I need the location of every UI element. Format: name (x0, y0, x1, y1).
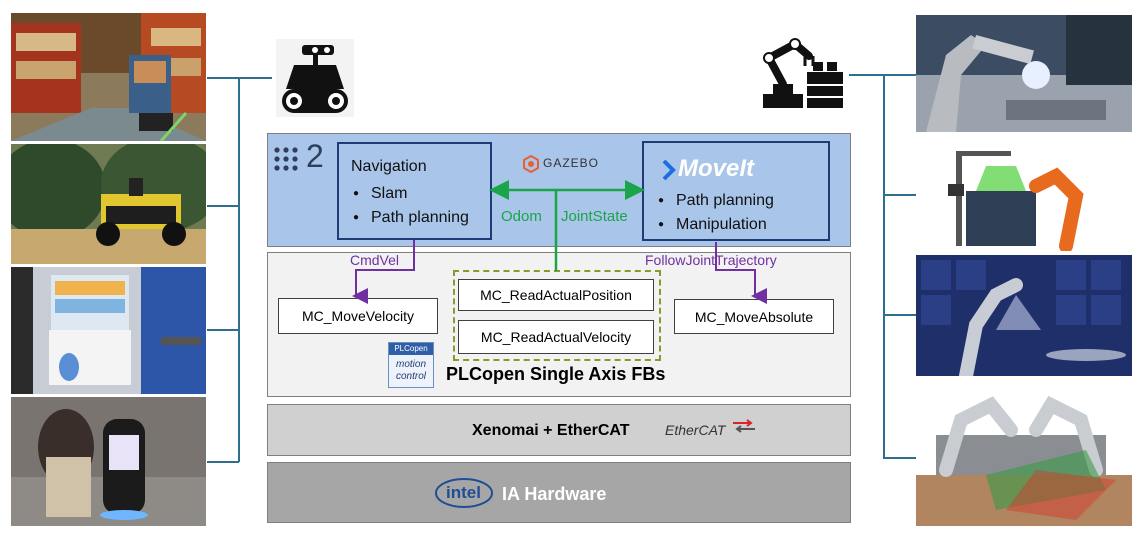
moveit-box: MoveIt Path planning Manipulation (642, 141, 830, 241)
plcopen-logo-bot: control (395, 371, 426, 382)
photo-warehouse-amr (11, 13, 206, 141)
label-followjointtrajectory: FollowJointTrajectory (645, 252, 777, 268)
label-odom: Odom (501, 208, 542, 225)
plcopen-title: PLCopen Single Axis FBs (446, 364, 666, 384)
left-connector-4 (207, 461, 239, 463)
plcopen-motion-control-logo-icon: PLCopen motion control (388, 342, 434, 388)
right-connector-1 (849, 74, 916, 76)
hardware-label: IA Hardware (502, 484, 607, 504)
realtime-label: Xenomai + EtherCAT (472, 422, 630, 439)
robot-arm-icon (757, 36, 849, 112)
moveit-item-manipulation: Manipulation (658, 213, 774, 237)
moveit-item-path-planning: Path planning (658, 189, 774, 213)
fb-mc-readactualvelocity-label: MC_ReadActualVelocity (480, 329, 632, 345)
ros2-logo-icon: 2 (272, 138, 332, 178)
purple-link-cmdvel (352, 240, 415, 304)
right-connector-3 (883, 314, 916, 316)
photo-delivery-robot (11, 267, 206, 394)
hardware-layer: intel IA Hardware (267, 462, 851, 523)
fb-mc-moveabsolute-label: MC_MoveAbsolute (694, 308, 814, 325)
fb-mc-movevelocity: MC_MoveVelocity (278, 298, 438, 334)
label-cmdvel: CmdVel (350, 252, 400, 268)
fb-mc-readactualposition: MC_ReadActualPosition (458, 279, 654, 311)
ethercat-logo-text: EtherCAT (665, 422, 726, 438)
photo-welding-robot (916, 15, 1132, 132)
ros2-number: 2 (306, 138, 324, 174)
right-connector-vertical (883, 74, 885, 459)
right-connector-2 (883, 194, 916, 196)
left-connector-2 (207, 205, 239, 207)
ethercat-logo-icon: EtherCAT (665, 419, 755, 441)
photo-spray-robot (916, 255, 1132, 376)
fb-mc-readactualvelocity: MC_ReadActualVelocity (458, 320, 654, 354)
intel-logo-text: intel (446, 483, 481, 502)
plcopen-logo-mid: motion (395, 359, 426, 370)
fb-mc-readactualposition-label: MC_ReadActualPosition (480, 287, 632, 303)
right-connector-4 (883, 457, 916, 459)
navigation-item-path-planning: Path planning (353, 206, 469, 230)
intel-logo-icon: intel (434, 477, 494, 509)
purple-link-followjoint (715, 242, 767, 304)
label-jointstate: JointState (561, 208, 628, 225)
gazebo-logo-icon: GAZEBO (522, 154, 598, 174)
photo-outdoor-robot (11, 144, 206, 264)
plcopen-logo-top: PLCopen (389, 343, 433, 355)
photo-picking-robot (916, 136, 1132, 251)
realtime-layer: Xenomai + EtherCAT EtherCAT (267, 404, 851, 456)
photo-dual-arm-robot (916, 380, 1132, 526)
navigation-title: Navigation (351, 158, 427, 175)
fb-mc-movevelocity-label: MC_MoveVelocity (301, 308, 415, 324)
moveit-logo-text: MoveIt (678, 155, 755, 182)
gazebo-label: GAZEBO (543, 156, 600, 170)
photo-service-robot (11, 397, 206, 526)
left-connector-3 (207, 329, 239, 331)
mobile-robot-icon (272, 37, 358, 119)
navigation-item-slam: Slam (353, 182, 469, 206)
left-connector-vertical (238, 77, 240, 462)
left-connector-1 (207, 77, 272, 79)
